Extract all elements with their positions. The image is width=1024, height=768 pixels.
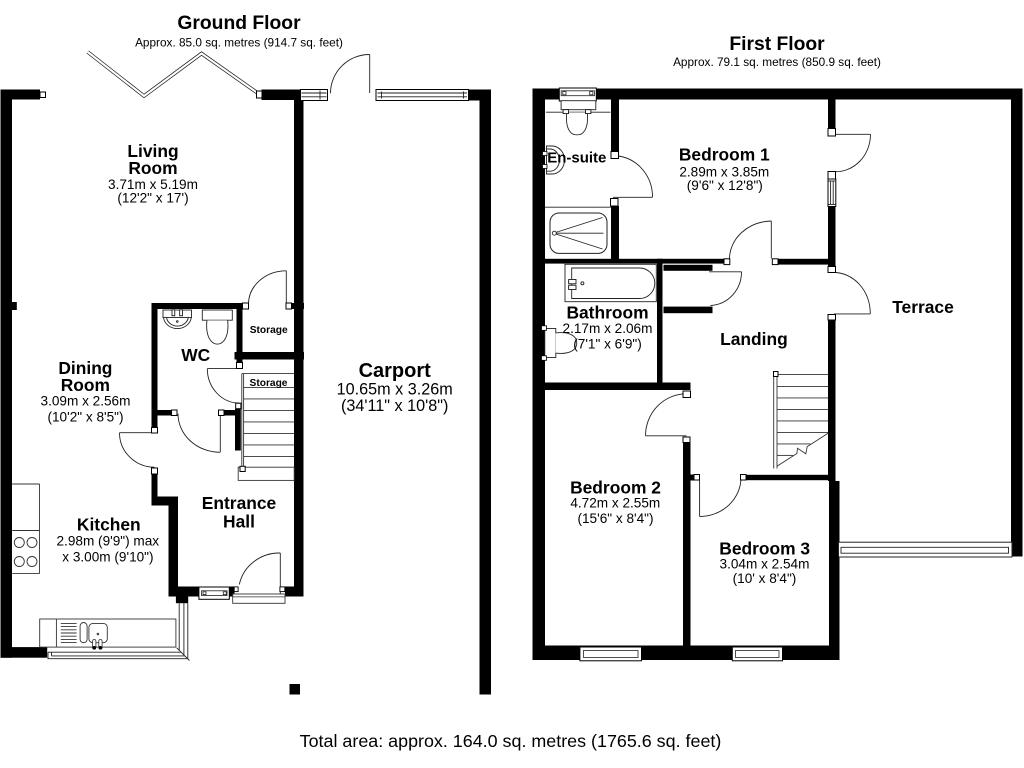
svg-text:3.71m x 5.19m: 3.71m x 5.19m <box>108 177 198 192</box>
svg-text:Approx. 79.1 sq. metres (850.9: Approx. 79.1 sq. metres (850.9 sq. feet) <box>673 55 881 69</box>
svg-text:4.72m x 2.55m: 4.72m x 2.55m <box>570 496 660 511</box>
svg-text:2.98m (9'9") max: 2.98m (9'9") max <box>56 534 159 549</box>
svg-text:(34'11" x 10'8"): (34'11" x 10'8") <box>341 397 448 415</box>
svg-text:(7'1" x 6'9"): (7'1" x 6'9") <box>573 337 642 352</box>
svg-text:2.89m x 3.85m: 2.89m x 3.85m <box>679 165 769 180</box>
svg-text:Hall: Hall <box>223 512 255 532</box>
svg-text:Storage: Storage <box>250 325 288 336</box>
svg-text:En-suite: En-suite <box>547 150 606 167</box>
svg-text:Kitchen: Kitchen <box>77 515 141 535</box>
svg-text:2.17m x 2.06m: 2.17m x 2.06m <box>563 321 653 336</box>
svg-text:Room: Room <box>128 158 177 178</box>
svg-text:Dining: Dining <box>58 358 112 378</box>
svg-text:Bathroom: Bathroom <box>566 303 648 323</box>
svg-text:(15'6" x 8'4"): (15'6" x 8'4") <box>577 511 653 526</box>
svg-text:(12'2" x 17'): (12'2" x 17') <box>117 191 188 206</box>
svg-text:Entrance: Entrance <box>202 493 277 513</box>
svg-text:Terrace: Terrace <box>892 297 954 317</box>
svg-text:3.09m x 2.56m: 3.09m x 2.56m <box>41 394 131 409</box>
svg-text:Bedroom 3: Bedroom 3 <box>719 539 810 559</box>
svg-text:Bedroom 2: Bedroom 2 <box>570 478 661 498</box>
svg-text:Storage: Storage <box>250 378 288 389</box>
svg-text:(10'2" x 8'5"): (10'2" x 8'5") <box>47 410 123 425</box>
svg-text:Living: Living <box>127 141 178 161</box>
svg-text:(9'6" x 12'8"): (9'6" x 12'8") <box>687 178 763 193</box>
svg-text:Carport: Carport <box>359 360 432 382</box>
svg-text:Ground Floor: Ground Floor <box>177 13 301 34</box>
svg-text:Bedroom 1: Bedroom 1 <box>679 145 770 165</box>
svg-text:Landing: Landing <box>720 329 788 349</box>
svg-text:Room: Room <box>61 375 110 395</box>
svg-text:Total area: approx. 164.0 sq.: Total area: approx. 164.0 sq. metres (17… <box>300 731 722 751</box>
svg-text:WC: WC <box>181 345 210 365</box>
svg-text:Approx. 85.0 sq. metres (914.7: Approx. 85.0 sq. metres (914.7 sq. feet) <box>135 36 343 50</box>
svg-text:(10' x 8'4"): (10' x 8'4") <box>733 571 797 586</box>
svg-text:3.04m x 2.54m: 3.04m x 2.54m <box>720 557 810 572</box>
svg-text:First Floor: First Floor <box>729 34 825 55</box>
svg-text:x 3.00m (9'10"): x 3.00m (9'10") <box>62 550 153 565</box>
svg-text:10.65m x 3.26m: 10.65m x 3.26m <box>337 381 453 399</box>
